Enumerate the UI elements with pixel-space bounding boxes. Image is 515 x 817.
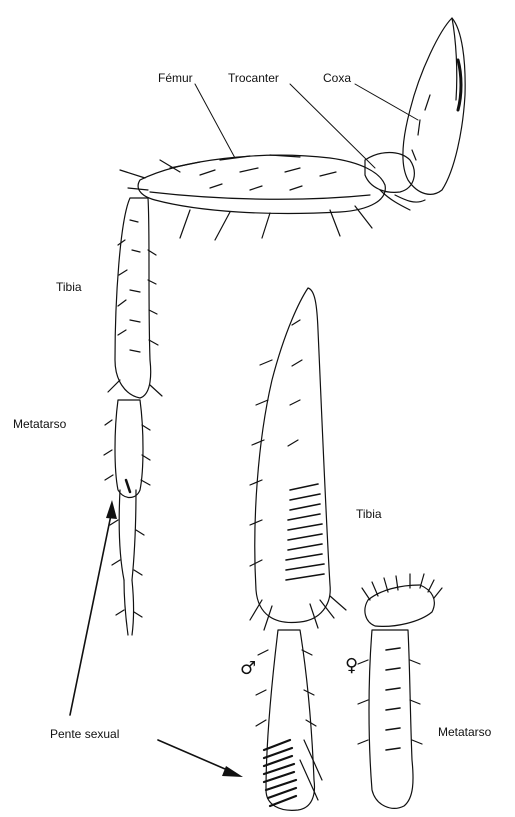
tibia-detail-drawing bbox=[250, 288, 346, 630]
trocanter-label: Trocanter bbox=[228, 72, 279, 84]
metatarso-label-right: Metatarso bbox=[438, 726, 491, 738]
pente-sexual-label: Pente sexual bbox=[50, 728, 119, 740]
coxa-label: Coxa bbox=[323, 72, 351, 84]
metatarso-label-left: Metatarso bbox=[13, 418, 66, 430]
femur-drawing bbox=[120, 155, 385, 240]
femur-label: Fémur bbox=[158, 72, 193, 84]
trocanter-drawing bbox=[365, 153, 425, 211]
tibia-label-left: Tibia bbox=[56, 281, 82, 293]
female-symbol: ♀ bbox=[345, 657, 358, 675]
male-symbol: ♂ bbox=[240, 660, 256, 678]
male-metatarso-drawing bbox=[256, 630, 322, 810]
tibia-left-drawing bbox=[108, 198, 162, 398]
female-leg-drawing bbox=[358, 574, 442, 808]
tibia-label-right: Tibia bbox=[356, 508, 382, 520]
coxa-drawing bbox=[403, 18, 465, 194]
